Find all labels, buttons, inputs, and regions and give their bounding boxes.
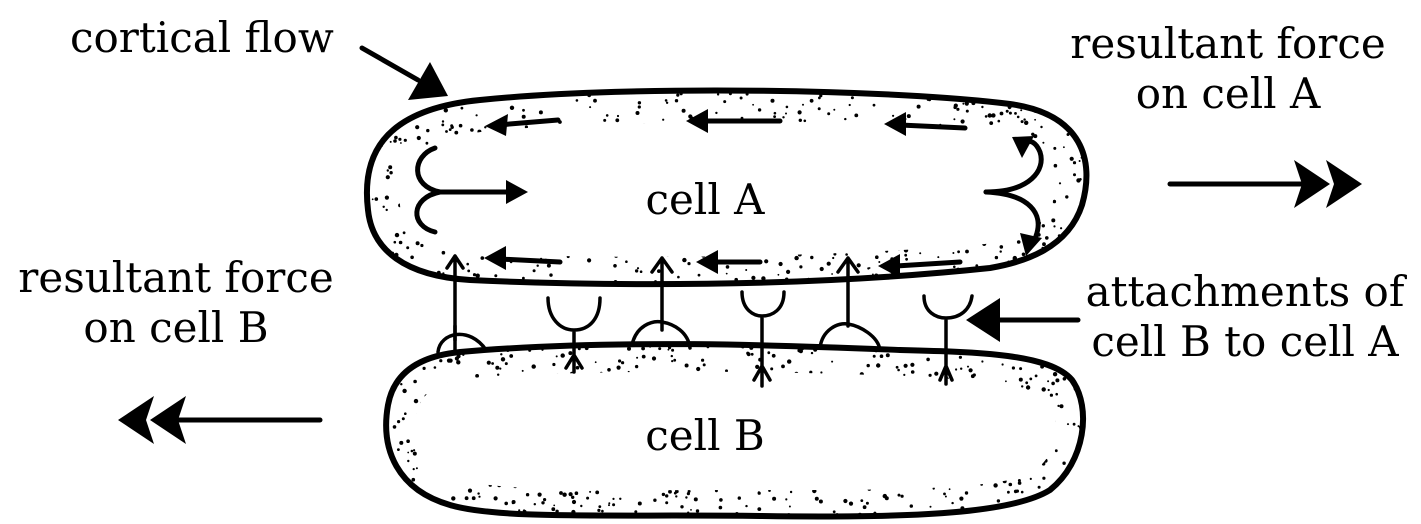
cortical-flow-callout: cortical flow <box>70 13 448 100</box>
attachments-label-line2: cell B to cell A <box>1091 317 1399 366</box>
double-arrow-left-icon <box>118 396 320 444</box>
arrow-left-icon <box>966 298 1078 342</box>
cortical-flow-pointer-shaft <box>362 48 418 80</box>
force-on-cell-a: resultant force on cell A <box>1070 19 1385 208</box>
arrow-icon <box>408 62 448 100</box>
force-on-cell-b: resultant force on cell B <box>18 253 333 444</box>
force-a-label-line2: on cell A <box>1136 69 1321 118</box>
double-arrow-right-icon <box>1170 160 1362 208</box>
force-a-label-line1: resultant force <box>1070 19 1385 68</box>
force-b-label-line1: resultant force <box>18 253 333 302</box>
cell-b: cell B <box>379 334 1096 524</box>
attachments-callout: attachments of cell B to cell A <box>966 267 1408 366</box>
cell-a-label: cell A <box>646 175 766 224</box>
force-b-label-line2: on cell B <box>83 303 268 352</box>
attachments-label-line1: attachments of <box>1086 267 1408 316</box>
cell-b-label: cell B <box>645 411 764 460</box>
cortical-flow-label: cortical flow <box>70 13 334 62</box>
